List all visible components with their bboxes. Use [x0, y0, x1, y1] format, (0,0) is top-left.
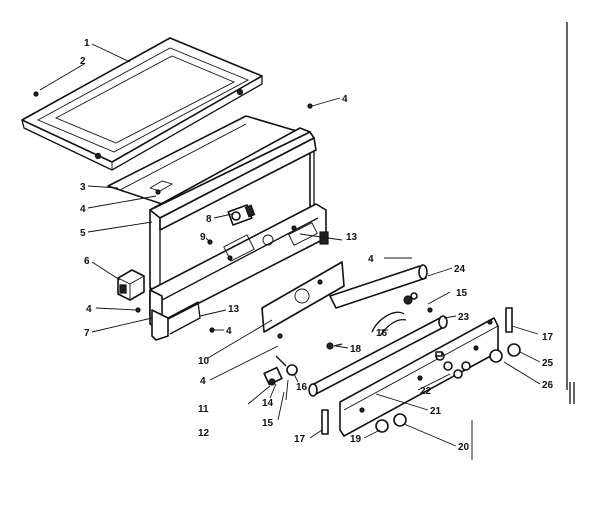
callout-24: 24 — [454, 264, 466, 275]
lower-rod — [308, 315, 448, 397]
lower-fitting-assembly — [263, 342, 343, 386]
callout-25: 25 — [542, 358, 554, 369]
callout-11: 11 — [198, 404, 209, 415]
callout-8: 8 — [206, 214, 212, 225]
callout-5: 5 — [80, 228, 86, 239]
screws — [33, 91, 433, 339]
callout-16: 16 — [376, 328, 388, 339]
leader-lines — [39, 43, 541, 447]
callout-17: 17 — [294, 434, 306, 445]
callout-7: 7 — [84, 328, 90, 339]
page-frame-lines — [471, 22, 575, 460]
spacer-bars — [321, 307, 513, 435]
callout-20: 20 — [458, 442, 470, 453]
callout-labels: 1 2 3 4 4 4 4 4 4 5 6 7 8 9 10 11 12 13 … — [80, 38, 554, 453]
callout-16: 16 — [296, 382, 308, 393]
callout-13: 13 — [346, 232, 358, 243]
fitting-cluster — [435, 351, 471, 379]
callout-4: 4 — [200, 376, 206, 387]
knobs — [375, 343, 521, 433]
callout-15: 15 — [262, 418, 274, 429]
callout-19: 19 — [350, 434, 362, 445]
callout-15: 15 — [456, 288, 468, 299]
callout-21: 21 — [430, 406, 442, 417]
callout-23: 23 — [458, 312, 470, 323]
callout-2: 2 — [80, 56, 86, 67]
callout-14: 14 — [262, 398, 274, 409]
callout-3: 3 — [80, 182, 86, 193]
upper-rod — [329, 264, 428, 309]
callout-13: 13 — [228, 304, 240, 315]
front-control-panel — [149, 203, 329, 341]
callout-10: 10 — [198, 356, 210, 367]
ignitor-bracket-upper — [227, 204, 256, 226]
top-cover-tray — [21, 37, 263, 171]
callout-12: 12 — [198, 428, 210, 439]
callout-4: 4 — [342, 94, 348, 105]
callout-26: 26 — [542, 380, 554, 391]
callout-4: 4 — [226, 326, 232, 337]
callout-22: 22 — [420, 386, 432, 397]
valve-block-left — [117, 269, 145, 301]
callout-4: 4 — [80, 204, 86, 215]
callout-18: 18 — [350, 344, 362, 355]
callout-6: 6 — [84, 256, 90, 267]
callout-17: 17 — [542, 332, 554, 343]
callout-4: 4 — [368, 254, 374, 265]
callout-1: 1 — [84, 38, 90, 49]
spring-wire — [371, 292, 418, 337]
callout-4: 4 — [86, 304, 92, 315]
callout-9: 9 — [200, 232, 206, 243]
insulation-panel — [261, 261, 345, 333]
